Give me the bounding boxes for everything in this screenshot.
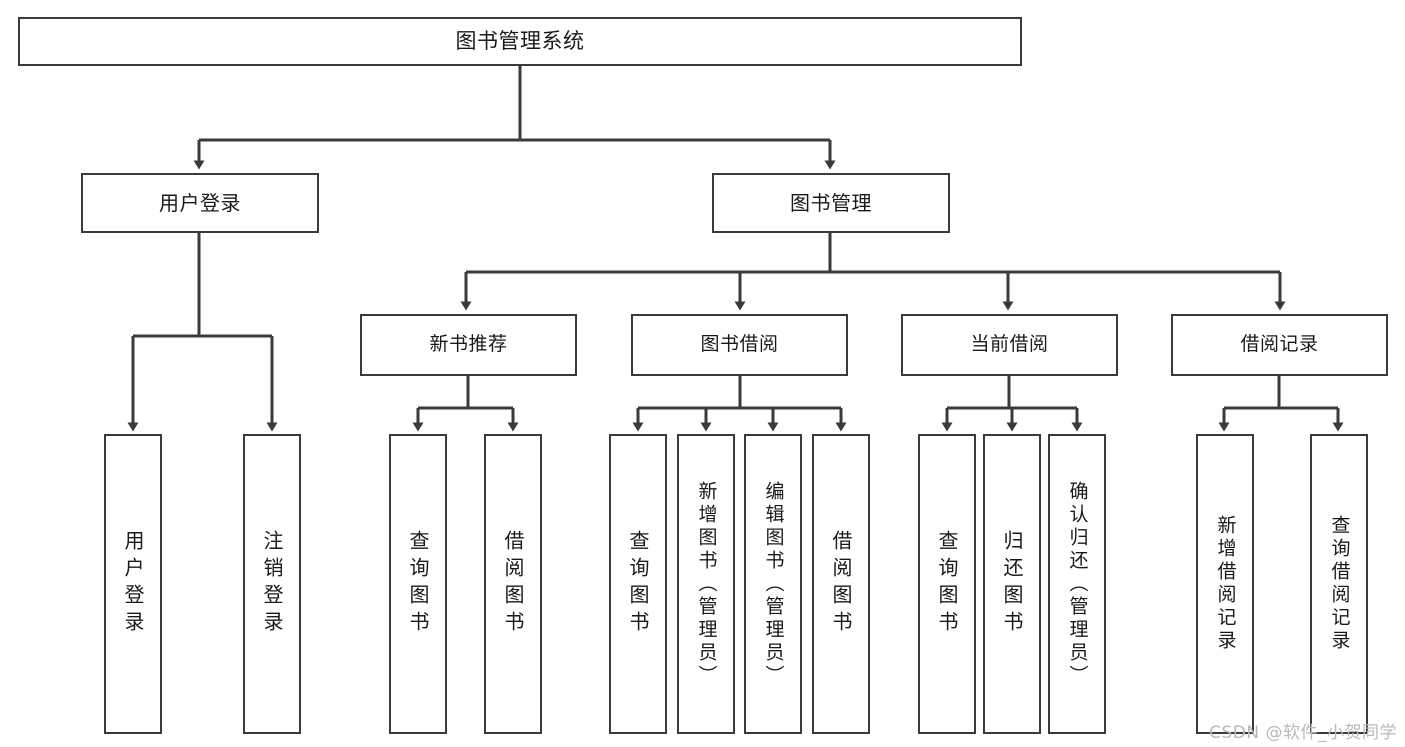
node-label: 新增图书（管理员）: [695, 480, 718, 688]
leaf-new-book-query-book[interactable]: 查询图书: [389, 434, 447, 734]
leaf-user-login-login[interactable]: 用户登录: [104, 434, 162, 734]
node-label: 当前借阅: [970, 333, 1049, 356]
node-new-book-recommend[interactable]: 新书推荐: [360, 314, 577, 376]
node-label: 查询图书: [626, 530, 650, 638]
node-root-book-management-system[interactable]: 图书管理系统: [18, 17, 1022, 66]
node-book-borrow[interactable]: 图书借阅: [631, 314, 848, 376]
node-label: 图书管理: [790, 190, 872, 215]
leaf-new-book-borrow-book[interactable]: 借阅图书: [484, 434, 542, 734]
node-label: 查询借阅记录: [1328, 515, 1351, 653]
node-label: 图书借阅: [700, 333, 779, 356]
node-label: 编辑图书（管理员）: [762, 480, 785, 688]
leaf-current-borrow-confirm-return-admin[interactable]: 确认归还（管理员）: [1048, 434, 1106, 734]
node-borrow-record[interactable]: 借阅记录: [1171, 314, 1388, 376]
leaf-current-borrow-return-book[interactable]: 归还图书: [983, 434, 1041, 734]
watermark: CSDN @软件_小贺同学: [1209, 723, 1397, 743]
node-label: 确认归还（管理员）: [1066, 480, 1089, 688]
leaf-user-login-logout[interactable]: 注销登录: [243, 434, 301, 734]
node-label: 查询图书: [406, 530, 430, 638]
node-label: 图书管理系统: [455, 28, 585, 53]
node-label: 新书推荐: [429, 333, 508, 356]
node-book-management[interactable]: 图书管理: [712, 173, 950, 233]
leaf-borrow-record-query-record[interactable]: 查询借阅记录: [1310, 434, 1368, 734]
leaf-borrow-record-add-record[interactable]: 新增借阅记录: [1196, 434, 1254, 734]
node-user-login[interactable]: 用户登录: [81, 173, 319, 233]
leaf-book-borrow-add-book-admin[interactable]: 新增图书（管理员）: [677, 434, 735, 734]
node-label: 注销登录: [260, 530, 284, 638]
node-label: 借阅记录: [1240, 333, 1319, 356]
node-label: 新增借阅记录: [1214, 515, 1237, 653]
leaf-book-borrow-borrow-book[interactable]: 借阅图书: [812, 434, 870, 734]
leaf-book-borrow-edit-book-admin[interactable]: 编辑图书（管理员）: [744, 434, 802, 734]
leaf-book-borrow-query-book[interactable]: 查询图书: [609, 434, 667, 734]
node-label: 借阅图书: [829, 530, 853, 638]
leaf-current-borrow-query-book[interactable]: 查询图书: [918, 434, 976, 734]
node-label: 归还图书: [1000, 530, 1024, 638]
node-label: 借阅图书: [501, 530, 525, 638]
node-label: 用户登录: [121, 530, 145, 638]
node-label: 用户登录: [159, 190, 241, 215]
node-current-borrow[interactable]: 当前借阅: [901, 314, 1118, 376]
node-label: 查询图书: [935, 530, 959, 638]
